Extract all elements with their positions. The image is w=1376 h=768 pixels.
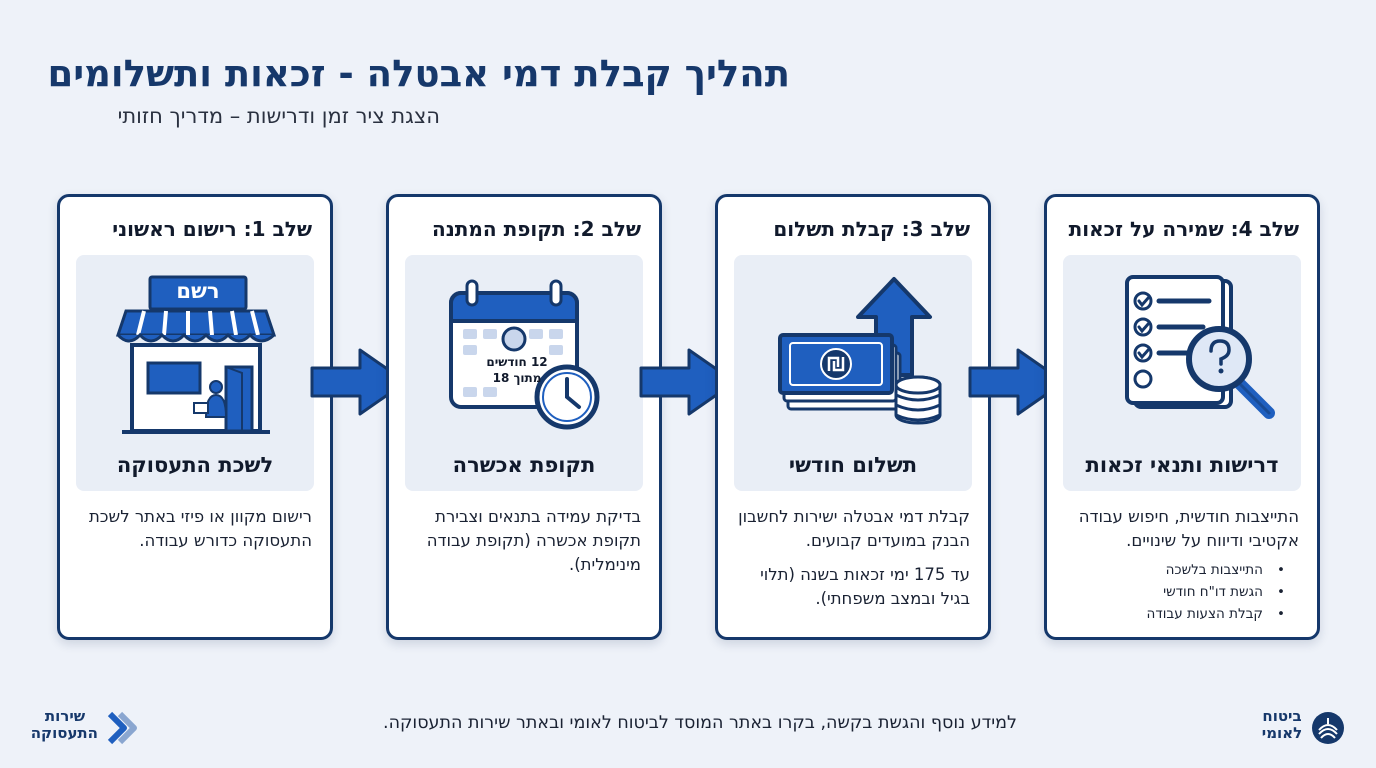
step-label: דרישות ותנאי זכאות [1085,453,1279,477]
desc-paragraph: בדיקת עמידה בתנאים וצבירת תקופת אכשרה (ת… [426,507,641,574]
calendar-clock-icon [449,279,600,430]
logo-text: התעסוקה [30,724,98,742]
step-card-4: שלב 4: שמירה על זכאות דרישות ותנאי זכאות [1044,194,1320,640]
requirements-list: התייצבות בלשכה הגשת דו"ח חודשי קבלת הצעו… [1059,559,1299,625]
step-description: התייצבות חודשית, חיפוש עבודה אקטיבי ודיו… [1059,505,1299,625]
logo-text: לאומי [1261,724,1303,742]
footer-note: למידע נוסף והגשת בקשה, בקרו באתר המוסד ל… [383,713,1017,733]
step-illustration: תשלום חודשי [734,255,972,491]
arrow-right-icon [968,348,1066,416]
calendar-text-of: מתוך 18 [492,371,542,385]
list-item: קבלת הצעות עבודה [1059,603,1285,625]
list-item: התייצבות בלשכה [1059,559,1285,581]
office-sign-text: רשם [176,279,220,303]
chevron-logo-icon [107,711,137,745]
desc-paragraph: עד 175 ימי זכאות בשנה (תלוי בגיל ובמצב מ… [760,565,970,608]
emblem-logo-icon [1312,712,1344,744]
step-description: קבלת דמי אבטלה ישירות לחשבון הבנק במועדי… [730,505,970,621]
step-illustration: דרישות ותנאי זכאות [1063,255,1301,491]
desc-paragraph: קבלת דמי אבטלה ישירות לחשבון הבנק במועדי… [738,507,970,550]
employment-office-icon [115,275,277,434]
step-title: שלב 1: רישום ראשוני [112,217,312,241]
step-card-3: שלב 3: קבלת תשלום תשלום חודשי [715,194,991,640]
step-title: שלב 4: שמירה על זכאות [1068,217,1299,241]
step-description: בדיקת עמידה בתנאים וצבירת תקופת אכשרה (ת… [401,505,641,587]
step-label: לשכת התעסוקה [116,453,274,477]
payment-money-icon [778,277,942,425]
employment-service-logo: שירות התעסוקה [30,707,142,748]
logo-text: שירות [44,707,86,725]
national-insurance-logo: ביטוח לאומי [1260,708,1350,748]
step-illustration: רשם לשכת התעסוקה [76,255,314,491]
step-title: שלב 3: קבלת תשלום [773,217,970,241]
desc-paragraph: התייצבות חודשית, חיפוש עבודה אקטיבי ודיו… [1078,507,1299,550]
logo-text: ביטוח [1262,707,1302,725]
arrow-right-icon [310,348,408,416]
page-title: תהליך קבלת דמי אבטלה - זכאות ותשלומים [47,52,790,95]
calendar-text-months: 12 חודשים [486,355,548,369]
arrow-right-icon [639,348,737,416]
step-card-2: שלב 2: תקופת המתנה 12 חודשים מתוך 18 תקו… [386,194,662,640]
page-subtitle: הצגת ציר זמן ודרישות – מדריך חזותי [117,104,440,128]
step-label: תקופת אכשרה [452,453,596,477]
step-title: שלב 2: תקופת המתנה [431,217,641,241]
list-item: הגשת דו"ח חודשי [1059,581,1285,603]
desc-paragraph: רישום מקוון או פיזי באתר לשכת התעסוקה כד… [88,507,312,550]
checklist-magnifier-icon [1125,275,1275,419]
step-card-1: שלב 1: רישום ראשוני רשם לשכת התעסוקה [57,194,333,640]
step-label: תשלום חודשי [788,453,918,477]
step-description: רישום מקוון או פיזי באתר לשכת התעסוקה כד… [72,505,312,563]
step-illustration: 12 חודשים מתוך 18 תקופת אכשרה [405,255,643,491]
